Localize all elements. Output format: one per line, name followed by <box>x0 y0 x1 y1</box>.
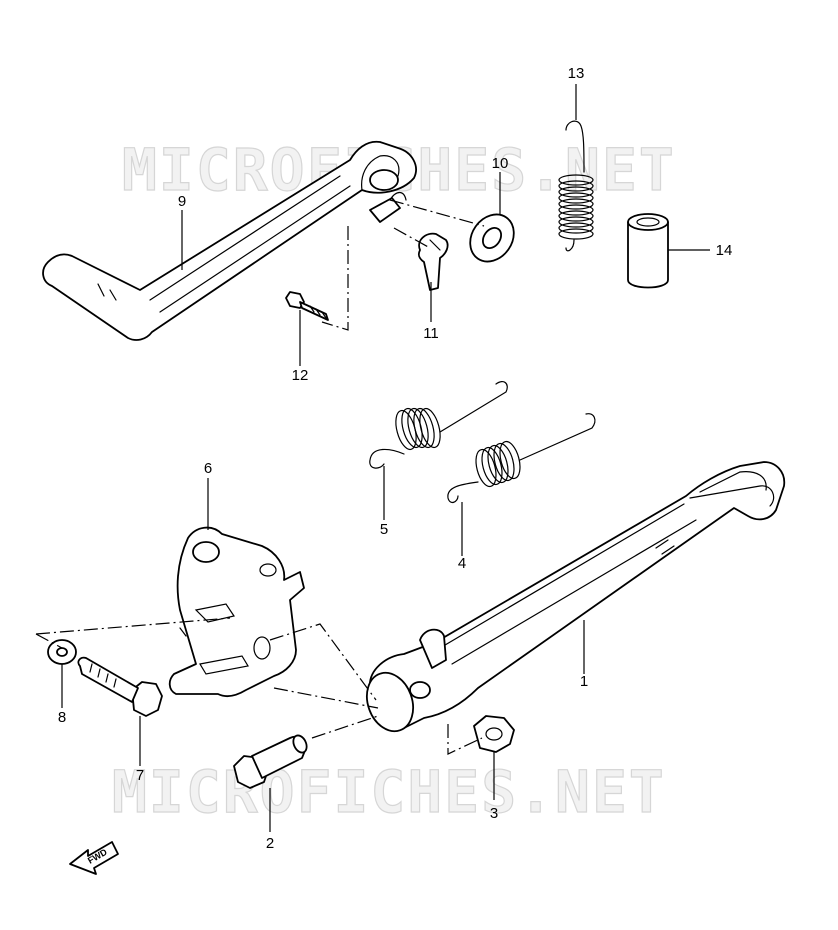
bolt-12 <box>285 291 329 321</box>
alignment-lines <box>35 199 485 755</box>
watermark-bottom: MICROFICHES.NET <box>112 758 666 826</box>
collar-14 <box>627 213 669 289</box>
bolt-7 <box>77 656 163 717</box>
spring-13 <box>558 120 594 252</box>
callout-13: 13 <box>568 65 585 82</box>
stand-bracket-6 <box>168 526 305 697</box>
cotter-pin-11 <box>417 232 449 291</box>
spring-5 <box>369 380 508 469</box>
callout-3: 3 <box>490 805 498 822</box>
washer-10 <box>469 213 515 263</box>
forward-direction-arrow-icon: FWD <box>69 841 119 875</box>
callout-7: 7 <box>136 767 144 784</box>
washer-8 <box>47 639 77 665</box>
callout-8: 8 <box>58 709 66 726</box>
callout-11: 11 <box>423 325 439 342</box>
callout-4: 4 <box>458 555 466 572</box>
callout-9: 9 <box>178 193 186 210</box>
callout-6: 6 <box>204 460 212 477</box>
callout-1: 1 <box>580 673 588 690</box>
spring-4 <box>447 413 596 504</box>
callout-14: 14 <box>716 242 733 259</box>
brake-pedal-lever <box>42 140 417 341</box>
callout-5: 5 <box>380 521 388 538</box>
callout-2: 2 <box>266 835 274 852</box>
leader-lines <box>61 84 710 832</box>
nut-3 <box>473 715 515 753</box>
callout-12: 12 <box>292 367 309 384</box>
pivot-bolt-2 <box>233 734 308 789</box>
callout-10: 10 <box>492 155 509 172</box>
side-stand-1 <box>366 461 786 733</box>
